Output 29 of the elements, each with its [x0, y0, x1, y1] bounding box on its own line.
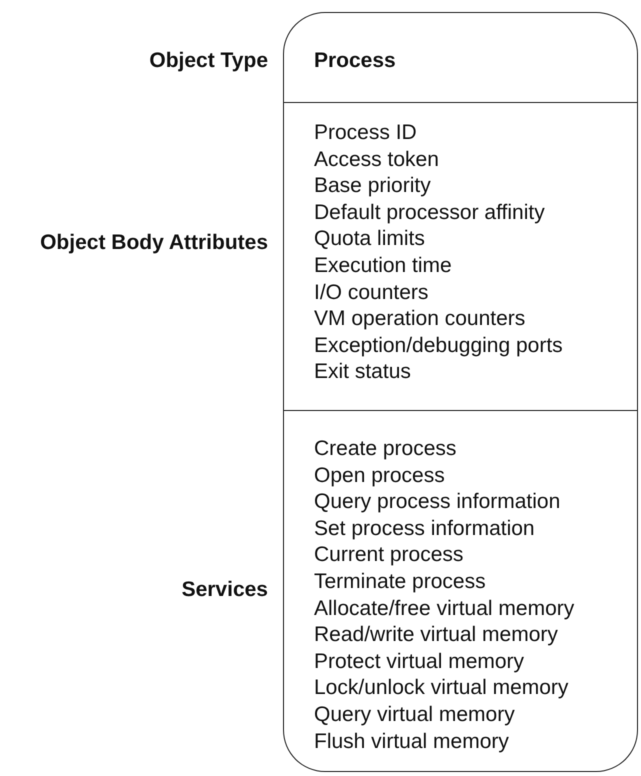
attribute-text: VM operation counters	[314, 306, 526, 332]
attribute-text: Quota limits	[314, 226, 425, 252]
service-text: Terminate process	[314, 569, 486, 595]
service-text: Read/write virtual memory	[314, 622, 558, 648]
service-text: Create process	[314, 436, 456, 462]
service-text: Allocate/free virtual memory	[314, 596, 574, 622]
services-section	[283, 410, 638, 772]
header-section	[283, 12, 638, 103]
service-text: Set process information	[314, 516, 535, 542]
attribute-text: Access token	[314, 146, 439, 173]
attribute-text: Exit status	[314, 359, 411, 386]
attribute-text: I/O counters	[314, 280, 428, 306]
section-label: Object Body Attributes	[40, 230, 268, 256]
service-text: Query virtual memory	[314, 702, 515, 728]
section-label: Services	[182, 577, 268, 603]
attributes-section	[283, 102, 638, 411]
service-text: Current process	[314, 542, 464, 568]
attribute-text: Default processor affinity	[314, 200, 545, 226]
attribute-text: Execution time	[314, 253, 452, 279]
attribute-text: Process ID	[314, 120, 417, 146]
section-label: Object Type	[149, 48, 268, 74]
service-text: Flush virtual memory	[314, 728, 509, 755]
attribute-text: Base priority	[314, 173, 431, 200]
service-text: Lock/unlock virtual memory	[314, 675, 568, 702]
service-text: Open process	[314, 462, 445, 489]
attribute-text: Exception/debugging ports	[314, 332, 563, 359]
object-type-name: Process	[314, 48, 396, 74]
service-text: Protect virtual memory	[314, 648, 524, 675]
service-text: Query process information	[314, 489, 560, 516]
